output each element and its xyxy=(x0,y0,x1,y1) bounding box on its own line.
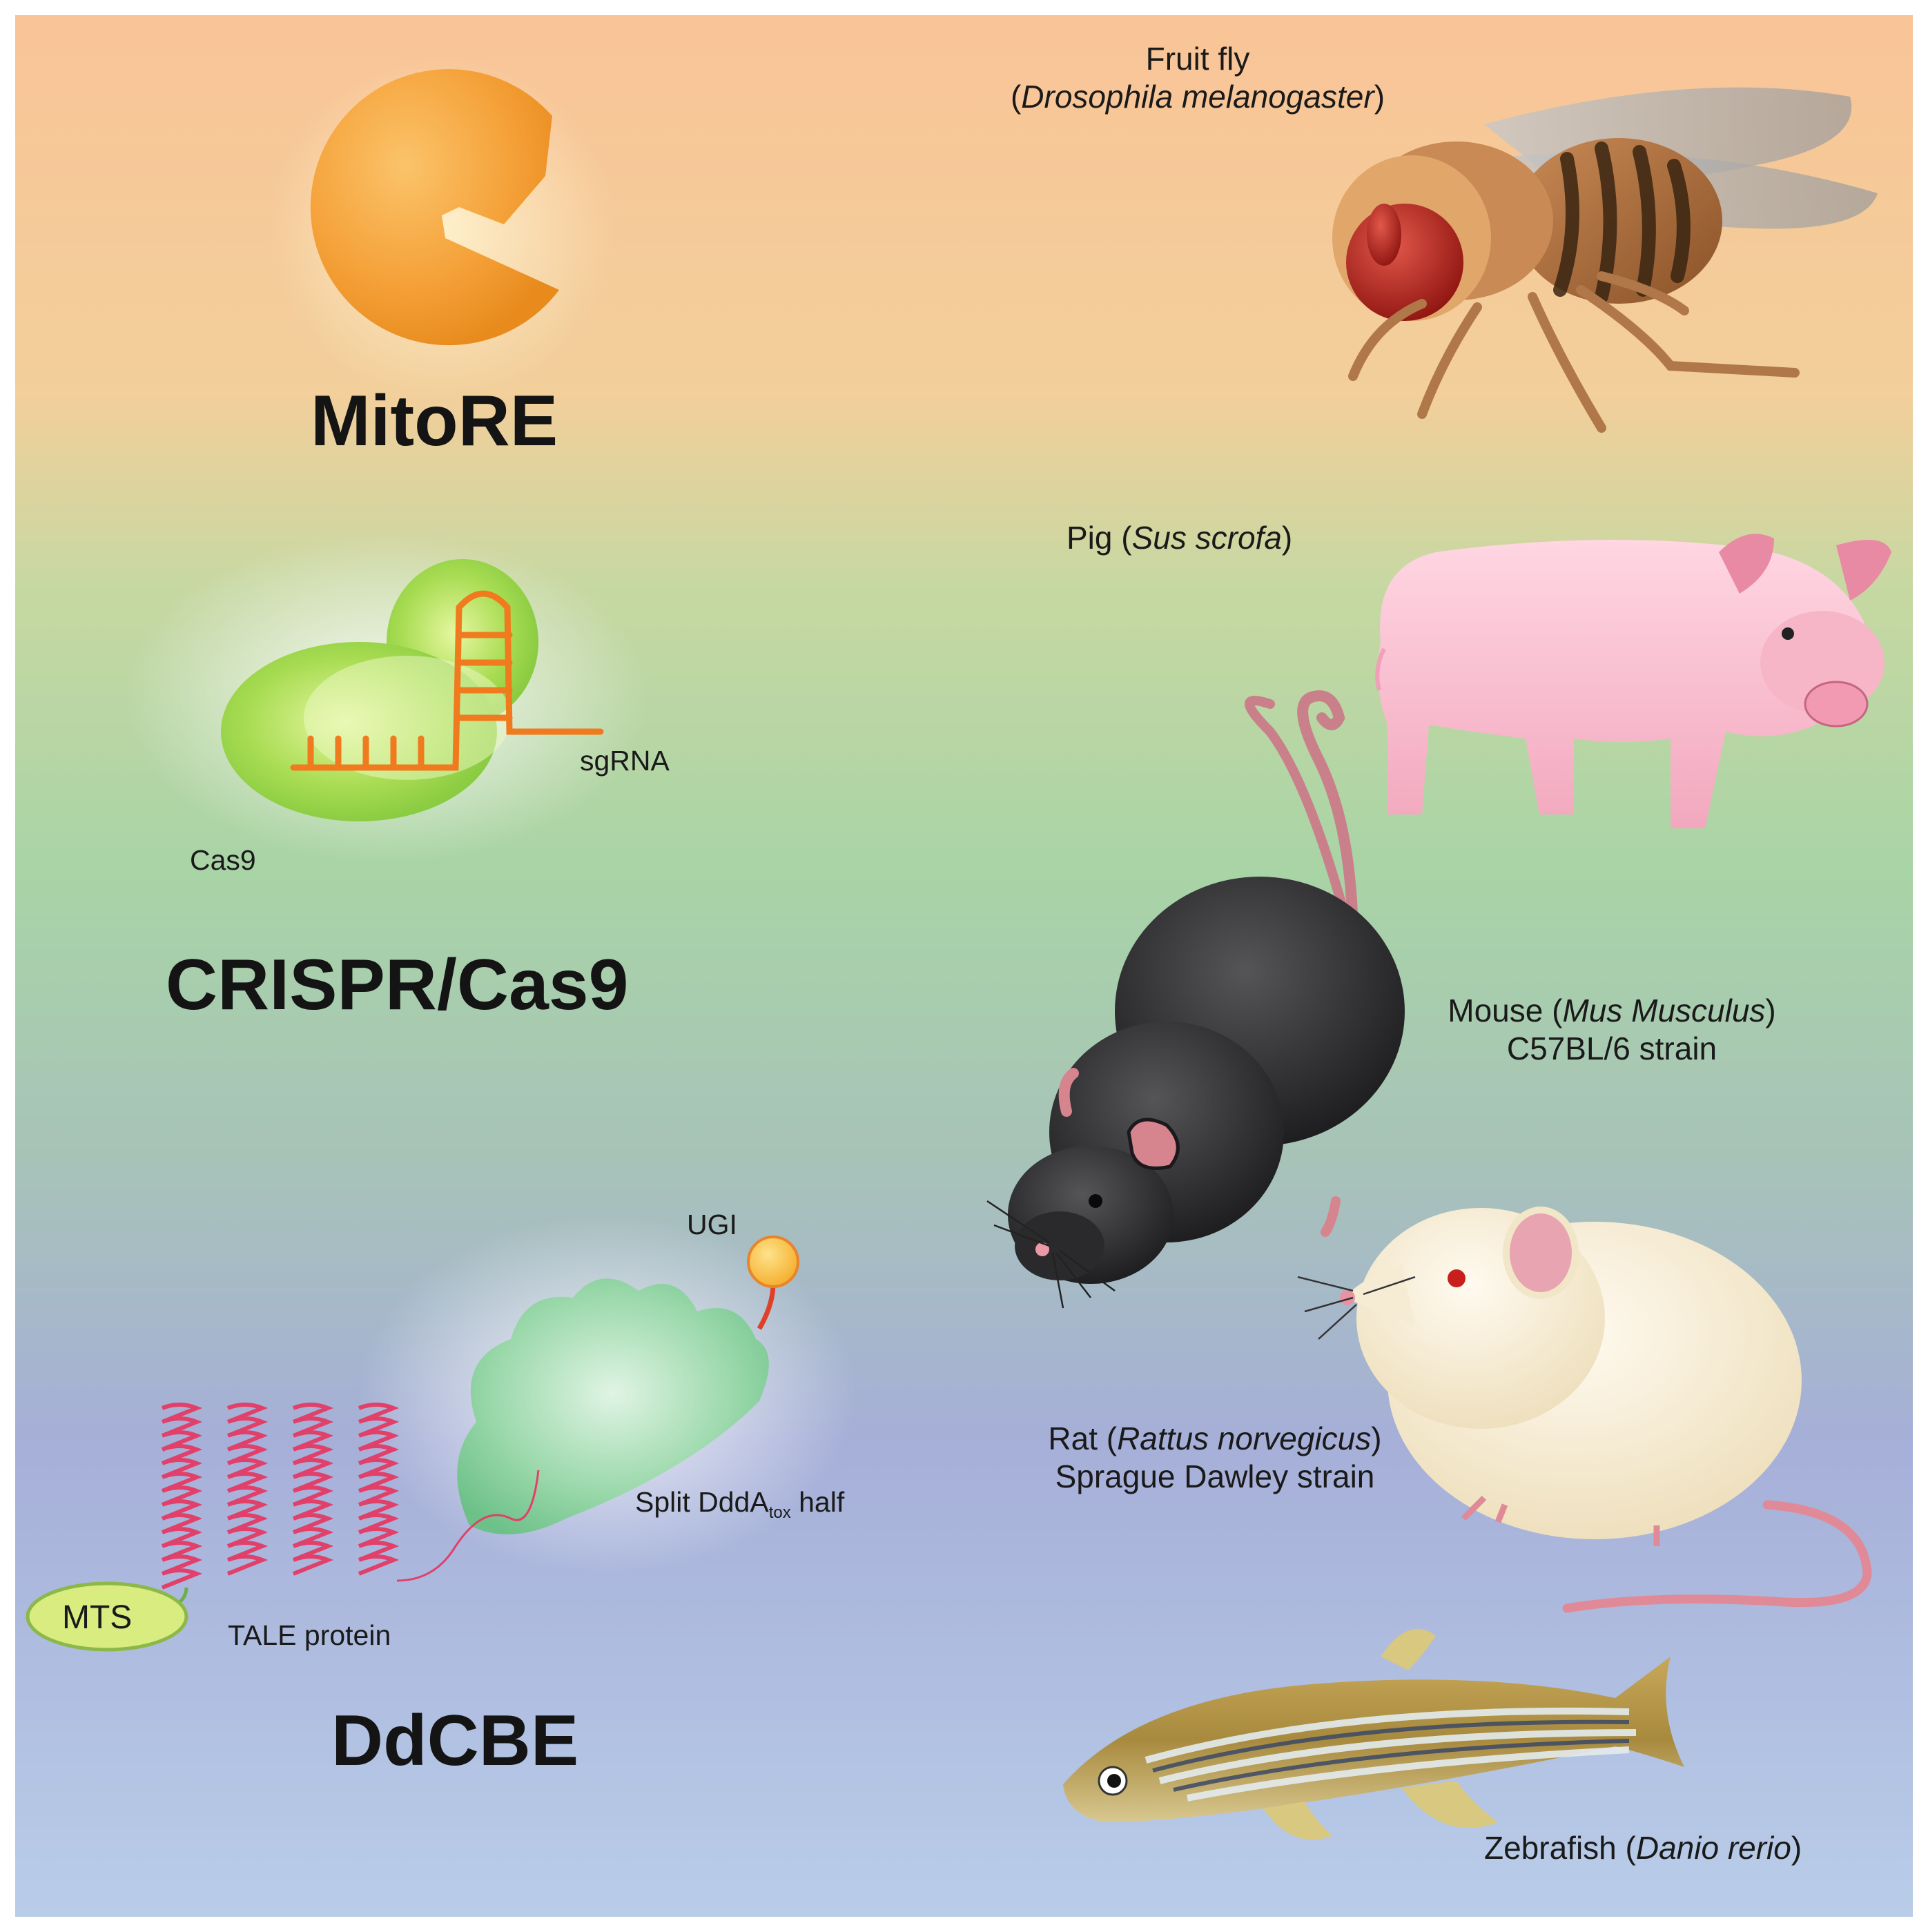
fruit-fly-latin-name: (Drosophila melanogaster) xyxy=(1010,79,1385,115)
tale-protein-label: TALE protein xyxy=(228,1619,391,1651)
fruit-fly-illustration xyxy=(1332,87,1878,433)
fruit-fly-label: Fruit fly (Drosophila melanogaster) xyxy=(956,40,1439,116)
mouse-illustration xyxy=(986,690,1405,1309)
pig-label: Pig (Sus scrofa) xyxy=(1067,520,1293,556)
fruit-fly-common-name: Fruit fly xyxy=(1145,41,1250,77)
cas9-label: Cas9 xyxy=(190,844,256,876)
ugi-domain-icon xyxy=(747,1236,799,1330)
mitore-enzyme-icon xyxy=(269,55,614,400)
split-ddda-subscript: tox xyxy=(768,1503,791,1523)
mouse-label: Mouse (Mus Musculus) C57BL/6 strain xyxy=(1401,992,1822,1068)
tale-protein-icon xyxy=(161,1403,540,1610)
zebrafish-label: Zebrafish (Danio rerio) xyxy=(1484,1830,1802,1866)
split-ddda-label: Split DddAtox half xyxy=(635,1486,845,1523)
sgrna-label: sgRNA xyxy=(580,745,670,777)
sgrna-icon xyxy=(290,590,604,771)
rat-illustration xyxy=(1297,1207,1872,1613)
mts-label: MTS xyxy=(62,1599,133,1636)
rat-label: Rat (Rattus norvegicus) Sprague Dawley s… xyxy=(980,1420,1450,1496)
rat-strain: Sprague Dawley strain xyxy=(1055,1458,1375,1495)
ddcbe-deaminase-icon xyxy=(359,1215,856,1574)
ugi-label: UGI xyxy=(687,1209,737,1240)
ddcbe-title: DdCBE xyxy=(331,1701,579,1781)
mitore-title: MitoRE xyxy=(311,381,558,461)
zebrafish-illustration xyxy=(1063,1629,1684,1840)
crispr-cas9-title: CRISPR/Cas9 xyxy=(166,945,629,1025)
mts-signal-icon xyxy=(26,1581,188,1652)
pig-illustration xyxy=(1375,534,1891,828)
mouse-species-name: Mouse (Mus Musculus) xyxy=(1448,993,1776,1028)
rat-species-name: Rat (Rattus norvegicus) xyxy=(1048,1421,1382,1456)
cas9-protein-icon xyxy=(124,531,649,863)
mouse-strain: C57BL/6 strain xyxy=(1506,1031,1717,1067)
